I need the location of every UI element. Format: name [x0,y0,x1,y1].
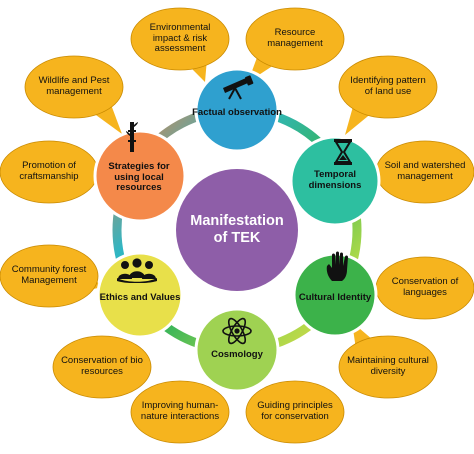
leaf-soil-watershed: Soil and watershed management [384,160,466,182]
leaf-shape-human-nature [130,380,230,444]
node-circle-temporal-dimensions [289,135,381,227]
leaf-craftsmanship: Promotion of craftsmanship [19,160,79,182]
community-icon [117,258,157,283]
bamboo-icon [126,122,138,152]
atom-icon [222,317,252,345]
leaf-shape-guiding-principles [245,380,345,444]
hourglass-icon [334,139,352,165]
node-circle-factual-observation [194,67,280,153]
node-label-ethics-and-values: Ethics and Values [99,291,181,303]
node-label-temporal-dimensions: Temporal dimensions [308,169,362,191]
leaf-community-forest: Community forest Management [11,264,87,286]
center-circle [176,169,298,291]
node-circle-cosmology [194,307,280,393]
leaf-land-use-pattern: Identifying pattern of land use [350,75,426,97]
leaf-shape-bio-resources [52,335,152,399]
hand-icon [326,251,348,281]
leaf-wildlife-pest: Wildlife and Pest management [38,75,110,97]
node-label-strategies: Strategies for using local resources [108,160,170,194]
leaf-shape-environmental-impact [130,7,230,82]
leaf-environmental-impact: Environmental impact & risk assessment [149,21,211,55]
leaf-shape-community-forest [0,244,102,308]
node-circle-cultural-identity [292,252,378,338]
node-circle-strategies [93,129,187,223]
center-label: Manifestation of TEK [190,212,284,246]
telescope-icon [223,75,254,100]
leaf-shape-cultural-diversity [338,322,438,399]
leaf-bio-resources: Conservation of bio resources [61,355,143,377]
node-label-factual-observation: Factual observation [192,106,282,118]
leaf-human-nature: Improving human-nature interactions [140,400,220,422]
leaf-conservation-languages: Conservation of languages [391,276,459,298]
leaf-shape-wildlife-pest [24,55,124,134]
leaf-guiding-principles: Guiding principles for conservation [257,400,333,422]
node-label-cosmology: Cosmology [211,348,263,360]
leaf-shape-land-use-pattern [338,55,438,135]
node-label-cultural-identity: Cultural Identity [298,291,372,303]
node-circle-ethics-and-values [96,251,184,339]
leaf-cultural-diversity: Maintaining cultural diversity [347,355,429,377]
leaf-resource-management: Resource management [267,27,323,49]
